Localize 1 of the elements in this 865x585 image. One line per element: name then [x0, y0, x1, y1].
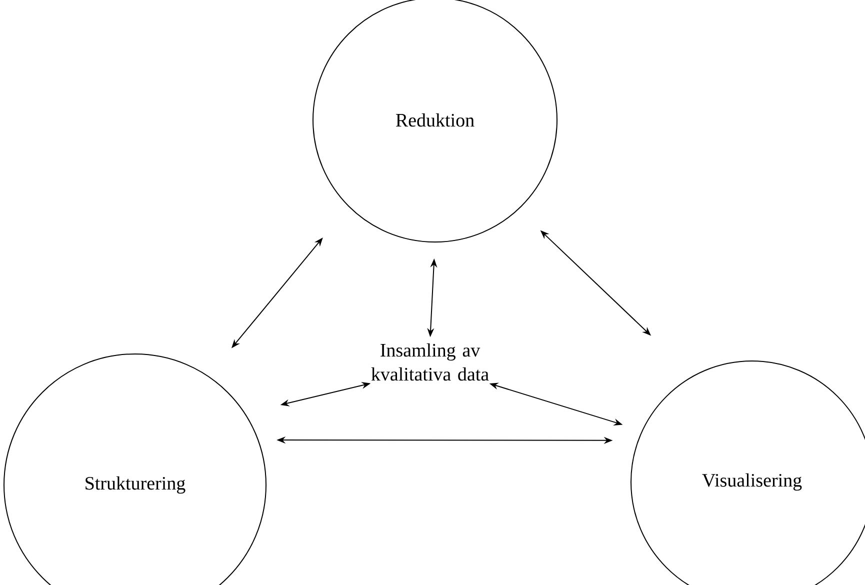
center-text: Insamling av kvalitativa data	[371, 343, 489, 381]
